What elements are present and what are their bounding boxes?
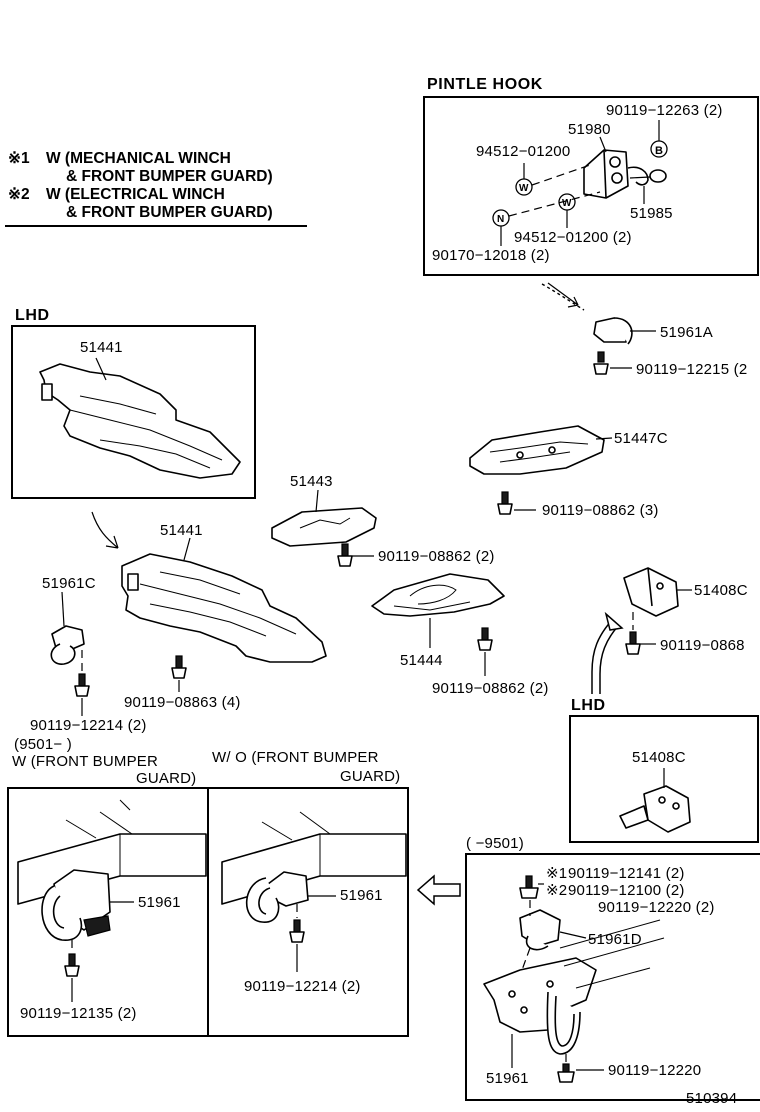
label-94512-01200-top: 94512−01200: [476, 143, 570, 160]
br-drawing: [483, 875, 665, 1083]
label-90119-08862-2b: 90119−08862 (2): [432, 680, 549, 697]
symbol-w1-letter: W: [519, 183, 529, 194]
lhd-top-part-label: 51441: [80, 339, 123, 356]
bolt-90119-08862-2b-drawing: [477, 627, 493, 676]
wo-guard-title-line2: GUARD): [340, 768, 400, 785]
wo-guard-part-label: 51961: [340, 887, 383, 904]
w-guard-title-line2: GUARD): [136, 770, 196, 787]
label-51961C: 51961C: [42, 575, 96, 592]
box-w-guard: (9501− ) W (FRONT BUMPER GUARD) 51961 90…: [7, 736, 209, 1037]
arrow-lhd-icon: [91, 511, 119, 549]
lhd-right-bracket-drawing: [619, 768, 691, 833]
arrow-up-shaft-icon: [591, 619, 613, 694]
label-51447C: 51447C: [614, 430, 668, 447]
notes-block: ※1 W (MECHANICAL WINCH & FRONT BUMPER GU…: [5, 150, 307, 227]
br-bolt1-label: 90119−12141 (2): [568, 865, 685, 882]
part-51961A-drawing: [593, 317, 656, 375]
label-51444: 51444: [400, 652, 443, 669]
note2-line2: & FRONT BUMPER GUARD): [66, 204, 273, 221]
label-51980: 51980: [568, 121, 611, 138]
label-90119-12215: 90119−12215 (2: [636, 361, 747, 378]
lhd-box-top: LHD 51441: [11, 307, 256, 499]
figure-number: 510394: [686, 1090, 737, 1107]
label-90119-08862-2a: 90119−08862 (2): [378, 548, 495, 565]
lhd-top-skid-plate-drawing: [39, 357, 241, 479]
arrow-up-head-icon: [604, 611, 624, 631]
lhd-top-title: LHD: [15, 307, 50, 324]
pintle-hook-group: PINTLE HOOK 90119−12263 (2) 51980 94512−…: [423, 76, 759, 276]
label-90170-12018: 90170−12018 (2): [432, 247, 550, 264]
lhd-right-frame: [569, 715, 759, 843]
br-date: ( −9501): [466, 835, 524, 852]
br-bolt3-label: 90119−12220 (2): [598, 899, 715, 916]
wo-guard-drawing: [221, 811, 407, 972]
bolt-90119-08862-2a-drawing: [337, 543, 374, 567]
bolt-90119-08863-drawing: [171, 655, 187, 692]
lhd-top-frame: [11, 325, 256, 499]
pintle-hook-drawing: [500, 120, 667, 246]
wo-guard-frame: [207, 787, 409, 1037]
box-wo-guard: W/ O (FRONT BUMPER GUARD) 51961 90119−12…: [207, 749, 409, 1037]
br-bolt2-label: 90119−12100 (2): [568, 882, 685, 899]
br-bolt2-marker: ※2: [546, 882, 567, 899]
label-90119-12263: 90119−12263 (2): [606, 102, 723, 119]
label-90119-08863: 90119−08863 (4): [124, 694, 241, 711]
part-51441-main-drawing: [121, 537, 327, 663]
pintle-hook-title: PINTLE HOOK: [427, 76, 543, 93]
part-51961C-drawing: [50, 591, 90, 716]
pintle-hook-box: [423, 96, 759, 276]
symbol-w2-letter: W: [562, 198, 572, 209]
arrow-pintle-icon: [547, 282, 579, 308]
note2-line1: W (ELECTRICAL WINCH: [46, 186, 225, 203]
part-51408C-right-drawing: [623, 567, 692, 655]
w-guard-bolt-label: 90119−12135 (2): [20, 1005, 137, 1022]
br-bolt4-label: 90119−12220: [608, 1062, 701, 1079]
w-guard-part-label: 51961: [138, 894, 181, 911]
label-51408C-right: 51408C: [694, 582, 748, 599]
lhd-box-right: LHD 51408C: [569, 697, 759, 843]
part-51447C-drawing: [469, 425, 613, 475]
note2-marker: ※2: [8, 186, 30, 203]
arrow-up-shaft2-icon: [599, 625, 619, 694]
bolt-90119-08862-3-drawing: [497, 491, 536, 515]
label-94512-01200-bottom: 94512−01200 (2): [514, 229, 632, 246]
br-frame: [465, 853, 760, 1101]
part-51443-drawing: [271, 489, 377, 547]
w-guard-date: (9501− ): [14, 736, 72, 753]
br-51961-label: 51961: [486, 1070, 529, 1087]
label-51443: 51443: [290, 473, 333, 490]
br-51961D-label: 51961D: [588, 931, 642, 948]
label-90119-0868: 90119−0868: [660, 637, 745, 654]
br-bolt1-marker: ※1: [546, 865, 567, 882]
wo-guard-bolt-label: 90119−12214 (2): [244, 978, 361, 995]
label-90119-12214-left: 90119−12214 (2): [30, 717, 147, 734]
wo-guard-title-line1: W/ O (FRONT BUMPER: [212, 749, 379, 766]
note1-marker: ※1: [8, 150, 30, 167]
symbol-n-letter: N: [497, 214, 504, 225]
arrow-left-icon: [416, 874, 461, 906]
box-bottom-right: ( −9501) ※1 90119−12141 (2) ※2 90119−121…: [465, 835, 760, 1101]
label-51441-lower: 51441: [160, 522, 203, 539]
symbol-b-letter: B: [655, 145, 663, 157]
note1-line1: W (MECHANICAL WINCH: [46, 150, 231, 167]
w-guard-title-line1: W (FRONT BUMPER: [12, 753, 158, 770]
lhd-right-part-label: 51408C: [632, 749, 686, 766]
part-51444-drawing: [371, 573, 505, 648]
arrow-pintle-shaft-icon: [541, 283, 585, 311]
label-51961A: 51961A: [660, 324, 713, 341]
label-90119-08862-3: 90119−08862 (3): [542, 502, 659, 519]
note1-line2: & FRONT BUMPER GUARD): [66, 168, 273, 185]
w-guard-drawing: [17, 799, 207, 1002]
label-51985: 51985: [630, 205, 673, 222]
lhd-right-title: LHD: [571, 697, 606, 714]
